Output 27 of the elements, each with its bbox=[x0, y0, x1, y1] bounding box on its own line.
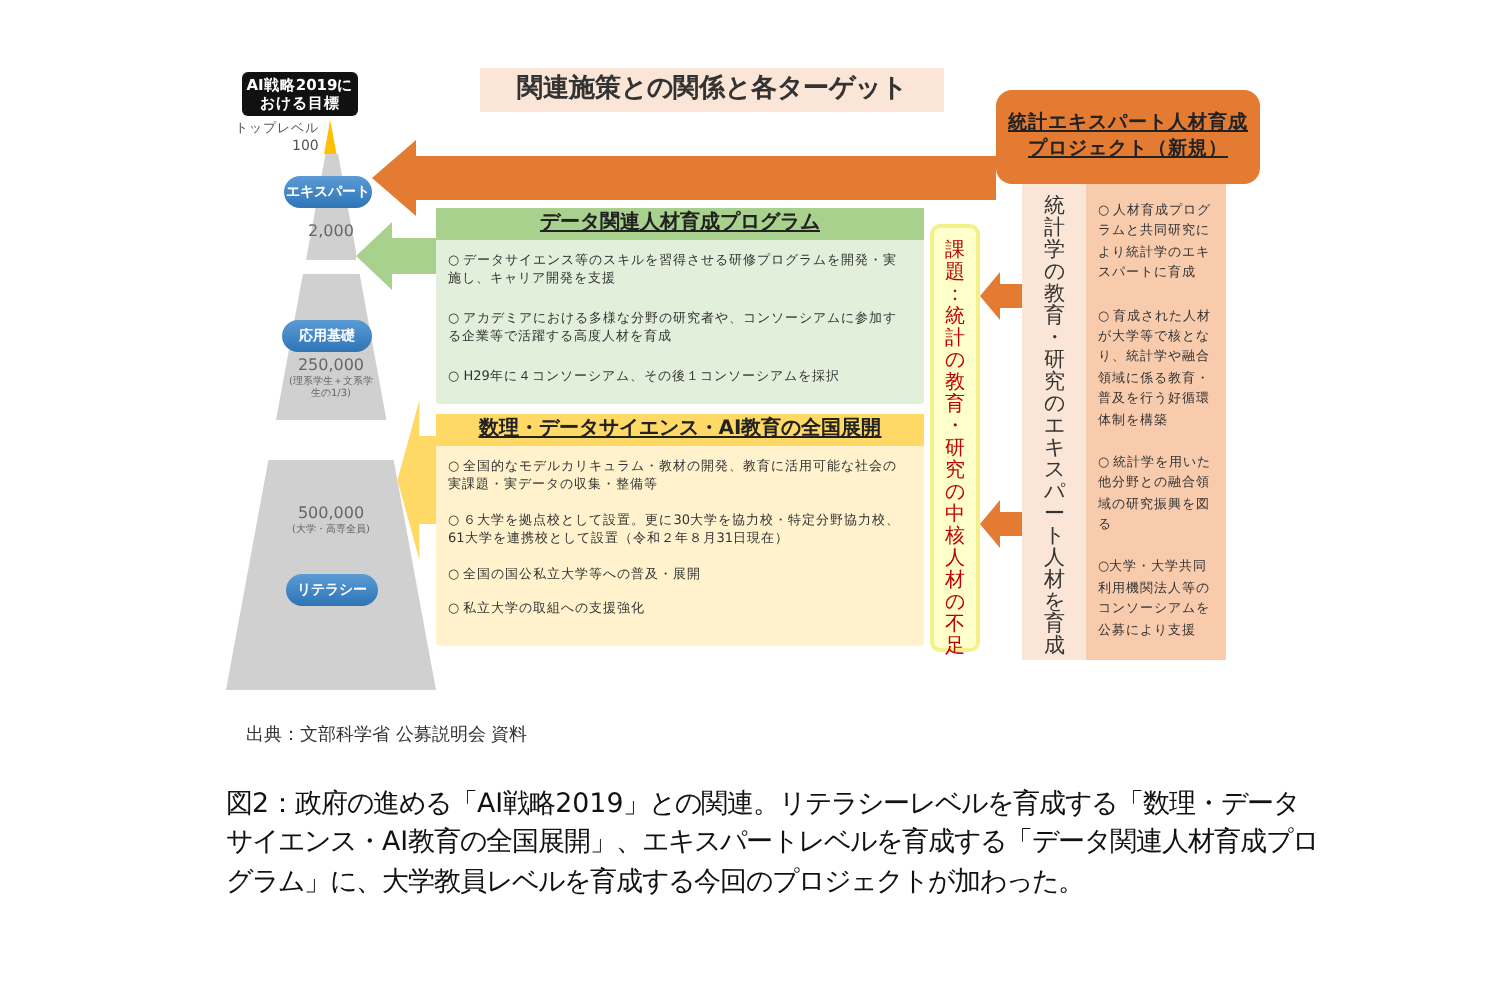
count-label: 2,000 bbox=[308, 222, 354, 242]
bullet-panel bbox=[1086, 184, 1226, 660]
pyramid-tier bbox=[275, 274, 387, 420]
source-note: 出典：文部科学省 公募説明会 資料 bbox=[246, 723, 528, 748]
program-box bbox=[436, 208, 924, 404]
block-arrow bbox=[356, 222, 436, 290]
issue-box bbox=[930, 224, 980, 652]
project-title: 統計エキスパート人材育成プロジェクト（新規） bbox=[1008, 111, 1248, 163]
level-pill bbox=[284, 176, 372, 208]
box-heading: 数理・データサイエンス・AI教育の全国展開 bbox=[436, 414, 924, 446]
block-arrow bbox=[980, 500, 1022, 548]
program-box bbox=[436, 414, 924, 646]
column-text: 統計学の教育・研究のエキスパート人材を育成 bbox=[1043, 196, 1065, 660]
level-pill bbox=[286, 574, 378, 606]
title: 関連施策との関係と各ターゲット bbox=[480, 68, 944, 112]
level-pill bbox=[281, 320, 372, 352]
count-label: 250,000 bbox=[297, 356, 365, 376]
block-arrow bbox=[397, 400, 436, 560]
box-heading: データ関連人材育成プログラム bbox=[436, 208, 924, 240]
pyramid-tip bbox=[324, 120, 338, 154]
block-arrow bbox=[980, 272, 1022, 320]
project-column bbox=[1022, 184, 1086, 660]
block-arrow bbox=[372, 140, 996, 216]
project-box bbox=[996, 90, 1260, 184]
caption: 図2：政府の進める「AI戦略2019」との関連。リテラシーレベルを育成する「数理・データサイエンス・AI教育の全国展開」、エキスパートレベルを育成する「データ関連人材育成プログラム」に、大学教員レベルを育成する今回のプロジェクトが加わった。 bbox=[226, 787, 1321, 902]
pyramid-tier bbox=[226, 460, 436, 690]
count-label: 500,000 bbox=[297, 504, 365, 523]
